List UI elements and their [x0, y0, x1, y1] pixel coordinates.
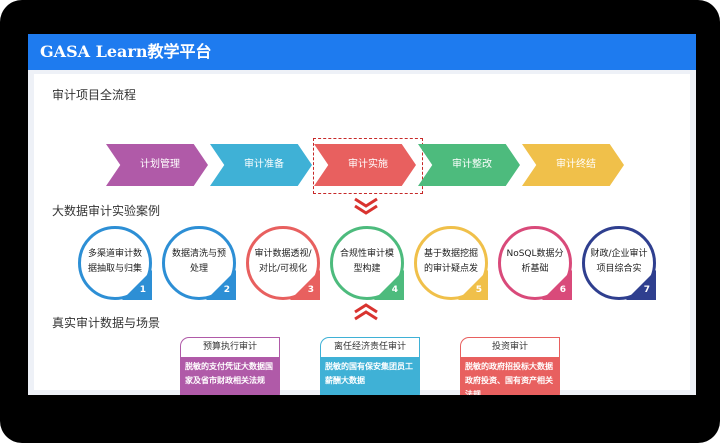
current-step-highlight: [313, 138, 423, 194]
case-label: 基于数据挖掘的审计疑点发: [423, 249, 478, 274]
scenario-card[interactable]: 投资审计脱敏的政府招投标大数据政府投资、国有资产相关法规: [460, 337, 560, 395]
section-title-cases: 大数据审计实验案例: [52, 204, 161, 218]
chevron-up-icon: [354, 303, 378, 321]
scenario-title: 投资审计: [460, 337, 560, 357]
app-window: GASA Learn教学平台 审计项目全流程 计划管理审计准备审计实施审计整改审…: [28, 34, 696, 395]
process-step[interactable]: 审计准备: [210, 144, 312, 186]
scenario-title: 预算执行审计: [180, 337, 280, 357]
case-label: 数据清洗与预处理: [171, 249, 226, 274]
section-title-scenarios: 真实审计数据与场景: [52, 316, 161, 330]
scenario-card[interactable]: 预算执行审计脱敏的支付凭证大数据国家及省市财政相关法规: [180, 337, 280, 395]
scenario-card[interactable]: 离任经济责任审计脱敏的国有保安集团员工薪酬大数据: [320, 337, 420, 395]
scenario-description: 脱敏的支付凭证大数据国家及省市财政相关法规: [180, 357, 280, 395]
case-label: 财政/企业审计项目综合实: [590, 249, 648, 274]
app-title: GASA Learn教学平台: [28, 34, 696, 70]
main-panel: 审计项目全流程 计划管理审计准备审计实施审计整改审计终结 大数据审计实验案例 多…: [34, 74, 690, 395]
section-title-process: 审计项目全流程: [52, 88, 137, 102]
process-step[interactable]: 计划管理: [106, 144, 208, 186]
case-label: 多渠道审计数据抽取与归集: [87, 249, 142, 274]
scenario-description: 脱敏的政府招投标大数据政府投资、国有资产相关法规: [460, 357, 560, 395]
scenario-title: 离任经济责任审计: [320, 337, 420, 357]
chevron-down-icon: [354, 197, 378, 215]
process-step[interactable]: 审计终结: [522, 144, 624, 186]
process-step[interactable]: 审计整改: [418, 144, 520, 186]
case-label: 审计数据透视/对比/可视化: [254, 249, 312, 274]
scenario-description: 脱敏的国有保安集团员工薪酬大数据: [320, 357, 420, 395]
case-label: 合规性审计模型构建: [339, 249, 394, 274]
case-label: NoSQL数据分析基础: [506, 249, 564, 274]
process-step[interactable]: 审计实施: [314, 144, 416, 186]
